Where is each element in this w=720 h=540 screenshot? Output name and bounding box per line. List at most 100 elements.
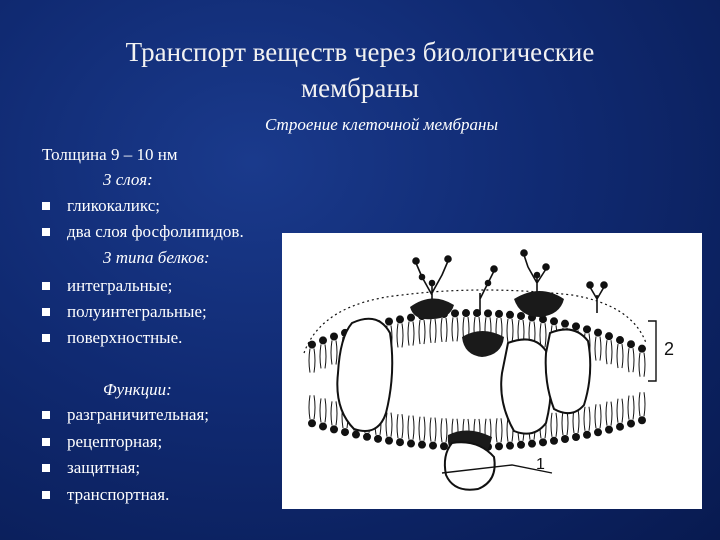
lipid-mark xyxy=(539,438,547,447)
list-item: поверхностные. xyxy=(42,328,182,348)
lipid-mark xyxy=(473,309,481,318)
subtitle: Строение клеточной мембраны xyxy=(264,115,498,134)
lipid-mark xyxy=(451,317,459,342)
lipid-mark xyxy=(572,432,580,441)
bullet-icon xyxy=(42,228,50,236)
lipid-mark xyxy=(572,322,580,331)
functions-heading: Функции: xyxy=(103,380,172,399)
bullet-icon xyxy=(42,308,50,316)
list-item: транспортная. xyxy=(42,485,169,505)
lipid-mark xyxy=(583,325,591,334)
lipid-mark xyxy=(319,422,327,431)
lipid-mark xyxy=(396,414,404,439)
list-item: интегральные; xyxy=(42,276,172,296)
lipid-mark xyxy=(594,328,602,337)
layers-heading: 3 слоя: xyxy=(103,170,153,189)
lipid-mark xyxy=(429,318,437,343)
function-item: рецепторная; xyxy=(67,432,163,451)
lipid-mark xyxy=(506,441,514,450)
lipid-mark xyxy=(330,340,338,365)
glycocalyx xyxy=(412,249,608,315)
lipid-mark xyxy=(638,352,646,377)
bullet-icon xyxy=(42,491,50,499)
lipid-mark xyxy=(627,340,635,349)
lipid-mark xyxy=(396,438,404,447)
lipid-mark xyxy=(352,430,360,439)
lipid-mark xyxy=(319,336,327,345)
lipid-mark xyxy=(407,321,415,346)
lipid-mark xyxy=(638,344,646,353)
proteins-heading: 3 типа белков: xyxy=(103,248,210,267)
title-line-2: мембраны xyxy=(301,73,419,103)
lipid-mark xyxy=(495,442,503,451)
lipid-mark xyxy=(418,440,426,449)
list-item: гликокаликс; xyxy=(42,196,160,216)
lipid-mark xyxy=(539,323,547,348)
lipid-mark xyxy=(616,336,624,345)
list-item: рецепторная; xyxy=(42,432,162,452)
list-item: два слоя фосфолипидов. xyxy=(42,222,244,242)
lipid-mark xyxy=(429,441,437,450)
lipid-mark xyxy=(484,309,492,318)
lipid-mark xyxy=(396,315,404,324)
lipid-mark xyxy=(605,340,613,365)
lipid-mark xyxy=(550,436,558,445)
lipid-mark xyxy=(517,440,525,449)
layer-item: гликокаликс; xyxy=(67,196,160,215)
lipid-mark xyxy=(517,311,525,320)
lipid-mark xyxy=(583,430,591,439)
bullet-icon xyxy=(42,464,50,472)
lipid-mark xyxy=(462,309,470,318)
lipid-mark xyxy=(330,401,338,426)
protein-item: полуинтегральные; xyxy=(67,302,207,321)
protein-item: поверхностные. xyxy=(67,328,183,347)
list-item: полуинтегральные; xyxy=(42,302,207,322)
lipid-mark xyxy=(638,416,646,425)
lipid-mark xyxy=(594,404,602,429)
lipid-mark xyxy=(385,436,393,445)
lipid-mark xyxy=(303,289,647,354)
lipid-mark xyxy=(561,319,569,328)
label-2: 2 xyxy=(664,339,674,359)
lipid-mark xyxy=(495,418,503,443)
lipid-mark xyxy=(385,412,393,437)
lipid-mark xyxy=(550,317,558,326)
lipid-mark xyxy=(363,432,371,441)
lipid-mark xyxy=(407,439,415,448)
lipid-mark xyxy=(627,395,635,420)
lipid-mark xyxy=(308,348,316,373)
lipid-mark xyxy=(330,425,338,434)
label-1: 1 xyxy=(536,456,545,473)
lipid-mark xyxy=(638,392,646,417)
lipid-mark xyxy=(440,418,448,443)
function-item: защитная; xyxy=(67,458,141,477)
lipid-mark xyxy=(341,428,349,437)
lipid-mark xyxy=(605,332,613,341)
lipid-mark xyxy=(594,336,602,361)
lipid-mark xyxy=(385,317,393,326)
title-line-1: Транспорт веществ через биологические xyxy=(125,37,595,67)
slide-title: Транспорт веществ через биологические ме… xyxy=(40,34,680,106)
lipid-mark xyxy=(418,320,426,345)
lipid-mark xyxy=(429,417,437,442)
lipid-mark xyxy=(627,348,635,373)
lipid-mark xyxy=(440,442,448,451)
lipid-mark xyxy=(539,315,547,324)
lipid-mark xyxy=(319,344,327,369)
lipid-mark xyxy=(605,425,613,434)
list-item: защитная; xyxy=(42,458,140,478)
lipid-mark xyxy=(418,416,426,441)
lipid-mark xyxy=(308,340,316,349)
integral-proteins xyxy=(336,317,592,491)
lipid-mark xyxy=(528,439,536,448)
lipid-mark xyxy=(583,406,591,431)
lipid-mark xyxy=(627,419,635,428)
lipid-mark xyxy=(616,398,624,423)
label-lines xyxy=(441,320,657,474)
lipid-mark xyxy=(506,310,514,319)
bullet-icon xyxy=(42,282,50,290)
lipid-mark xyxy=(605,401,613,426)
bullet-icon xyxy=(42,334,50,342)
thickness-text: Толщина 9 – 10 нм xyxy=(42,145,178,164)
lipid-mark xyxy=(308,419,316,428)
